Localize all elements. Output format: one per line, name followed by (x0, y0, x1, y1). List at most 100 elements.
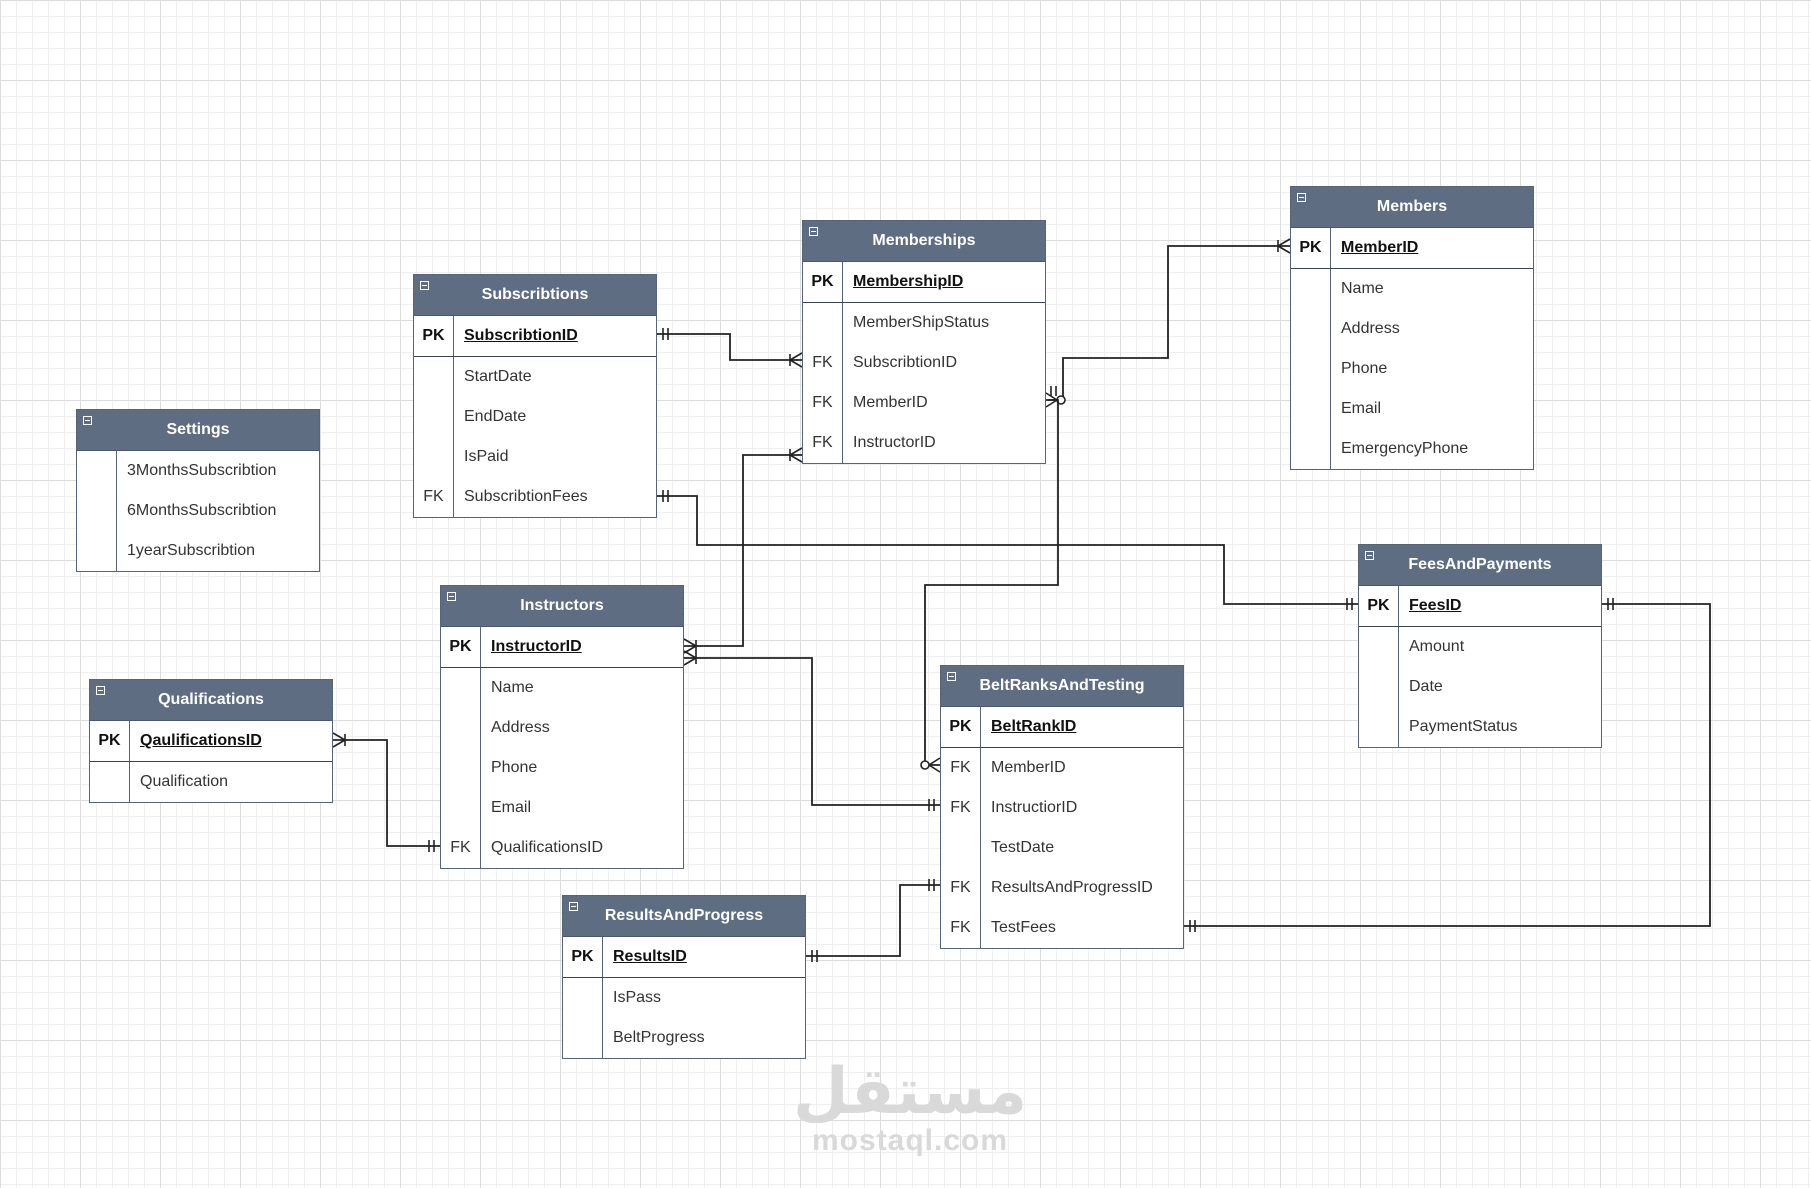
entity-field-row[interactable]: PaymentStatus (1359, 707, 1601, 747)
entity-header[interactable]: FeesAndPayments (1359, 545, 1601, 586)
field-name: Qualification (140, 773, 229, 790)
rel-fees-belt[interactable] (1184, 603, 1711, 927)
entity-field-row[interactable]: Amount (1359, 627, 1601, 667)
entity-field-row[interactable]: Address (441, 708, 683, 748)
entity-title: Members (1376, 198, 1448, 215)
field-name: BeltRankID (991, 718, 1077, 735)
key-label: FK (941, 788, 981, 828)
key-label (803, 303, 843, 343)
entity-field-row[interactable]: EndDate (414, 397, 656, 437)
entity-field-row[interactable]: IsPass (563, 978, 805, 1018)
watermark-logo: مستقل (792, 1055, 1028, 1129)
field-name: ResultsAndProgressID (991, 879, 1153, 896)
entity-header[interactable]: Subscribtions (414, 275, 656, 316)
entity-header[interactable]: Memberships (803, 221, 1045, 262)
entity-field-row[interactable]: Date (1359, 667, 1601, 707)
entity-field-row[interactable]: EmergencyPhone (1291, 429, 1533, 469)
rel-subscription-membership[interactable] (657, 333, 802, 361)
entity-title: BeltRanksAndTesting (979, 677, 1145, 694)
entity-field-row[interactable]: BeltProgress (563, 1018, 805, 1058)
many-marker (1277, 245, 1291, 254)
key-label (441, 708, 481, 748)
field-name: MemberID (853, 394, 928, 411)
key-label: PK (441, 627, 481, 667)
entity-field-row[interactable]: Qualification (90, 762, 332, 802)
collapse-icon[interactable] (1365, 551, 1374, 560)
entity-header[interactable]: ResultsAndProgress (563, 896, 805, 937)
rel-subscription-fees[interactable] (657, 495, 1358, 605)
many-marker (789, 352, 803, 361)
key-label (414, 397, 454, 437)
collapse-icon[interactable] (447, 592, 456, 601)
collapse-icon[interactable] (420, 281, 429, 290)
entity-field-row[interactable]: StartDate (414, 357, 656, 397)
entity-field-row[interactable]: 1yearSubscribtion (77, 531, 319, 571)
entity-field-row[interactable]: Name (441, 668, 683, 708)
entity-field-row[interactable]: Email (1291, 389, 1533, 429)
entity-field-row[interactable]: MemberShipStatus (803, 303, 1045, 343)
rel-results-belt[interactable] (806, 884, 940, 957)
many-marker (1277, 238, 1291, 247)
collapse-icon[interactable] (809, 227, 818, 236)
field-name: Address (491, 719, 550, 736)
collapse-icon[interactable] (947, 672, 956, 681)
entity-field-row[interactable]: Address (1291, 309, 1533, 349)
collapse-icon[interactable] (83, 416, 92, 425)
entity-field-row[interactable]: Email (441, 788, 683, 828)
entity-field-row[interactable]: 6MonthsSubscribtion (77, 491, 319, 531)
entity-header[interactable]: Members (1291, 187, 1533, 228)
field-name: Email (491, 799, 532, 816)
field-name: TestFees (991, 919, 1056, 936)
rel-instructor-membership[interactable] (684, 454, 802, 647)
entity-title: Settings (166, 421, 230, 438)
entity-field-row[interactable]: Phone (1291, 349, 1533, 389)
key-label (414, 437, 454, 477)
entity-field-row[interactable]: 3MonthsSubscribtion (77, 451, 319, 491)
entity-field-row[interactable]: Phone (441, 748, 683, 788)
entity-header[interactable]: BeltRanksAndTesting (941, 666, 1183, 707)
key-label: FK (441, 828, 481, 868)
entity-field-row[interactable]: IsPaid (414, 437, 656, 477)
field-name: SubscribtionID (464, 327, 578, 344)
entity-header[interactable]: Settings (77, 410, 319, 451)
collapse-icon[interactable] (1297, 193, 1306, 202)
collapse-icon[interactable] (96, 686, 105, 695)
field-name: SubscribtionID (853, 354, 958, 371)
entity-field-row[interactable]: Name (1291, 269, 1533, 309)
entity-field-row[interactable]: TestDate (941, 828, 1183, 868)
collapse-icon[interactable] (569, 902, 578, 911)
field-name: Phone (491, 759, 538, 776)
rel-membership-member[interactable] (1046, 245, 1290, 401)
entity-header[interactable]: Instructors (441, 586, 683, 627)
rel-instructor-belt[interactable] (684, 657, 940, 806)
rel-qualification-instructor[interactable] (333, 739, 440, 847)
entity-header[interactable]: Qualifications (90, 680, 332, 721)
